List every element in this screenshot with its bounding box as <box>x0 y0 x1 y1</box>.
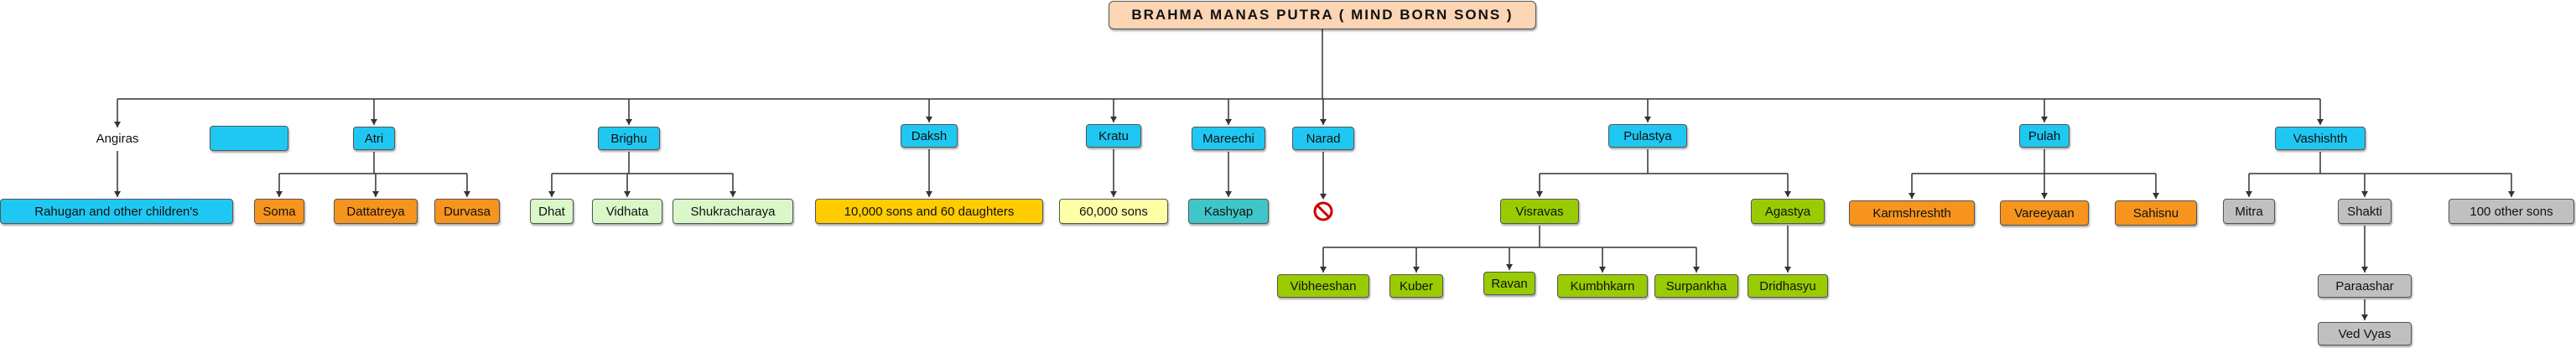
node-soma: Soma <box>254 199 304 224</box>
node-blank <box>210 126 288 151</box>
node-daksh: Daksh <box>901 124 958 148</box>
arrow-soma <box>276 191 283 197</box>
arrow-visravas <box>1536 191 1543 197</box>
arrow-daksh_children <box>926 191 932 197</box>
node-dattatreya: Dattatreya <box>334 199 418 224</box>
arrow-pulah <box>2041 117 2048 122</box>
node-shukracharaya: Shukracharaya <box>673 199 793 224</box>
arrow-ravan <box>1506 264 1513 270</box>
arrow-kumbhkarn <box>1599 267 1606 273</box>
node-atri: Atri <box>353 127 395 150</box>
prohibited-icon <box>1313 201 1333 221</box>
arrow-paraashar <box>2361 267 2368 273</box>
node-shakti: Shakti <box>2338 199 2392 224</box>
node-angiras: Angiras <box>96 131 139 146</box>
node-vareeyaan: Vareeyaan <box>2000 200 2089 226</box>
arrow-brighu <box>626 119 632 125</box>
node-sahisnu: Sahisnu <box>2115 200 2197 226</box>
node-pulah: Pulah <box>2019 124 2070 148</box>
node-visravas: Visravas <box>1500 199 1579 224</box>
node-dridhasyu: Dridhasyu <box>1748 274 1828 298</box>
arrow-angiras <box>114 122 121 127</box>
node-agastya: Agastya <box>1751 199 1825 224</box>
arrow-dattatreya <box>372 191 379 197</box>
arrow-kashyap <box>1225 191 1232 197</box>
node-ved-vyas: Ved Vyas <box>2318 322 2412 345</box>
node-mitra: Mitra <box>2223 199 2275 224</box>
node-daksh-children: 10,000 sons and 60 daughters <box>815 199 1043 224</box>
node-kratu-children: 60,000 sons <box>1059 199 1168 224</box>
arrow-kratu_children <box>1110 191 1117 197</box>
node-kuber: Kuber <box>1389 274 1443 298</box>
node-ravan: Ravan <box>1483 272 1535 295</box>
node-vidhata: Vidhata <box>592 199 662 224</box>
arrow-shakti <box>2361 191 2368 197</box>
arrow-mareechi <box>1225 119 1232 125</box>
node-narad: Narad <box>1292 127 1354 150</box>
node-dhat: Dhat <box>530 199 574 224</box>
arrow-atri <box>371 119 377 125</box>
arrow-rahugan <box>114 191 121 197</box>
node-vibheeshan: Vibheeshan <box>1277 274 1369 298</box>
arrow-ved_vyas <box>2361 314 2368 320</box>
node-pulastya: Pulastya <box>1608 124 1687 148</box>
node-hundred-others: 100 other sons <box>2449 199 2574 224</box>
arrow-durvasa <box>464 191 470 197</box>
node-kashyap: Kashyap <box>1188 199 1269 224</box>
node-mareechi: Mareechi <box>1192 127 1265 150</box>
node-surpankha: Surpankha <box>1654 274 1738 298</box>
arrow-vidhata <box>624 191 631 197</box>
node-root: BRAHMA MANAS PUTRA ( MIND BORN SONS ) <box>1109 1 1536 29</box>
node-brighu: Brighu <box>598 127 660 150</box>
arrow-vareeyaan <box>2041 193 2048 199</box>
arrow-hundred_others <box>2508 191 2515 197</box>
node-durvasa: Durvasa <box>434 199 500 224</box>
node-kumbhkarn: Kumbhkarn <box>1557 274 1648 298</box>
arrow-pulastya <box>1644 117 1651 122</box>
arrow-mitra <box>2246 191 2252 197</box>
arrow-vashishth <box>2317 119 2324 125</box>
arrow-narad-no <box>1320 194 1327 200</box>
node-kratu: Kratu <box>1086 124 1141 148</box>
arrow-kratu <box>1110 117 1117 122</box>
node-rahugan: Rahugan and other children's <box>0 199 233 224</box>
arrow-daksh <box>926 117 932 122</box>
arrow-dridhasyu <box>1784 267 1791 273</box>
arrow-narad <box>1320 119 1327 125</box>
arrow-agastya <box>1784 191 1791 197</box>
node-vashishth: Vashishth <box>2275 127 2366 150</box>
arrow-sahisnu <box>2153 193 2159 199</box>
arrow-shukracharaya <box>730 191 736 197</box>
arrow-vibheeshan <box>1320 267 1327 273</box>
arrow-surpankha <box>1693 267 1700 273</box>
arrow-kuber <box>1413 267 1420 273</box>
arrow-karmshreshth <box>1909 193 1915 199</box>
node-paraashar: Paraashar <box>2318 274 2412 298</box>
arrow-dhat <box>548 191 555 197</box>
node-karmshreshth: Karmshreshth <box>1849 200 1975 226</box>
